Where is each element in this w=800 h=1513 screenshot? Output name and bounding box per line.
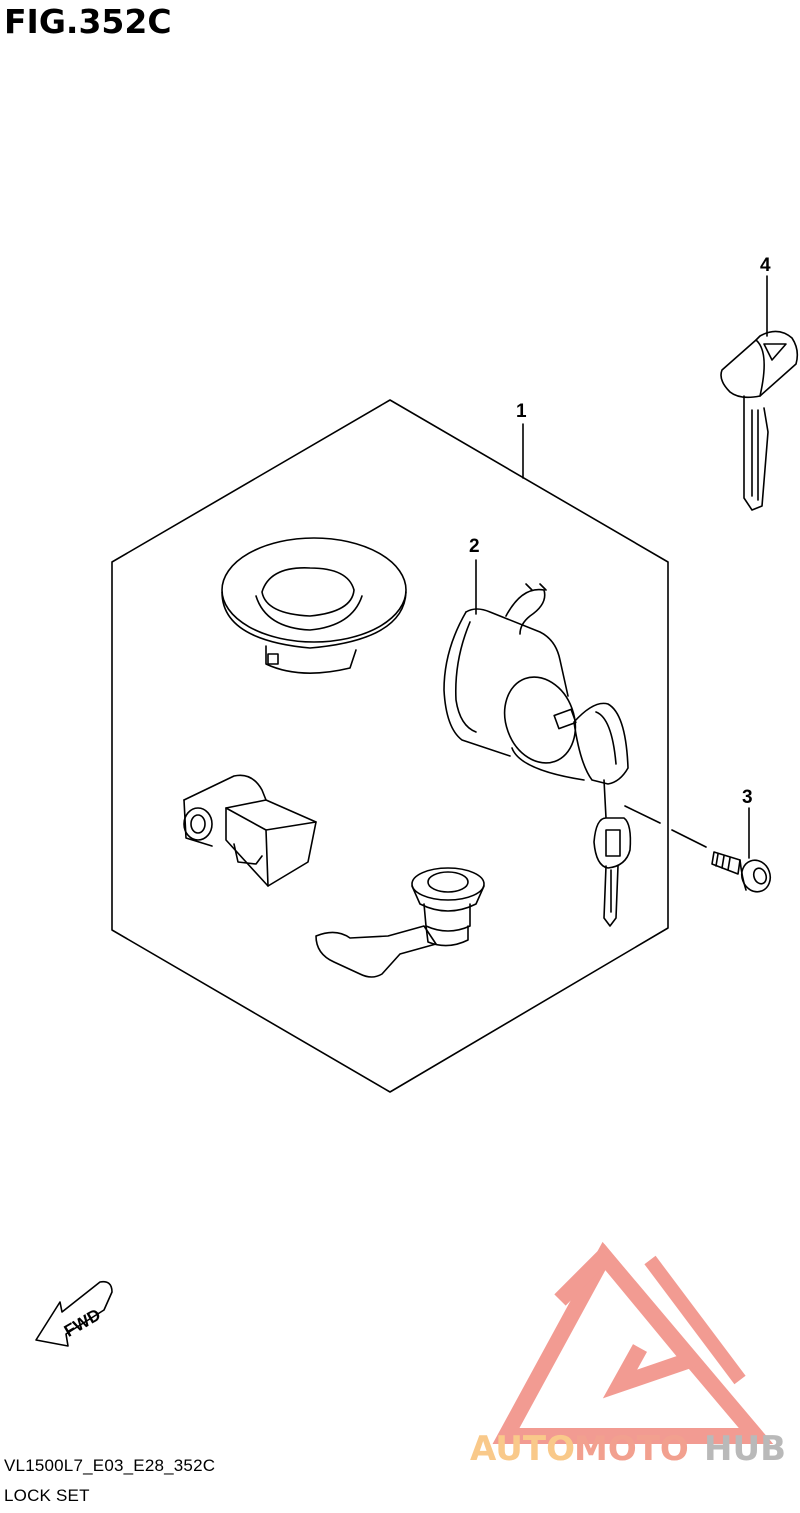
kit-outline <box>111 399 669 1093</box>
part-key-cylinder <box>443 583 632 927</box>
fwd-label: FWD <box>61 1305 104 1341</box>
watermark-hub: HUB <box>704 1429 786 1469</box>
watermark-logo <box>492 1241 774 1444</box>
callout-2: 2 <box>469 536 480 557</box>
part-key <box>720 330 799 511</box>
part-bolt <box>711 851 772 893</box>
callout-1: 1 <box>516 401 527 422</box>
part-lock-body <box>183 774 317 887</box>
callout-4: 4 <box>760 255 771 276</box>
part-lock-cap <box>221 537 407 674</box>
figure-title: FIG.352C <box>4 2 172 41</box>
figure-code: VL1500L7_E03_E28_352C <box>4 1456 216 1475</box>
callout-3: 3 <box>742 787 753 808</box>
figure-name: LOCK SET <box>4 1486 90 1505</box>
part-latch <box>315 867 485 978</box>
fwd-arrow <box>35 1280 113 1347</box>
watermark-moto: MOTO <box>574 1429 689 1469</box>
watermark-auto: AUTO <box>470 1429 575 1469</box>
bolt-center-line <box>624 805 707 848</box>
